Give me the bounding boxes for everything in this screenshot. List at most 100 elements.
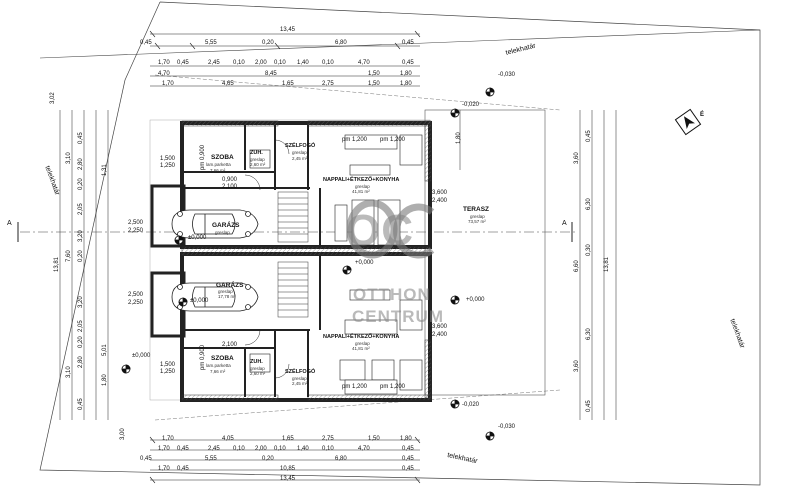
dim-bot-r2-0: 1,70: [158, 446, 170, 452]
room-zuh-bottom-floor: greslap: [250, 366, 265, 371]
room-nappali-top: NAPPALI+ÉTKEZŐ+KONYHA: [323, 177, 400, 183]
opening-9: 2,250: [128, 228, 144, 234]
dim-top-r2-2: 2,45: [208, 60, 220, 66]
dim-bot-r1-0: 1,70: [162, 436, 174, 442]
dim-right-1: 3,60: [574, 152, 580, 164]
dim-right-0: 0,45: [586, 130, 592, 142]
dim-bot-r4-3: 0,45: [402, 466, 414, 472]
opening-7: 2,400: [432, 198, 448, 204]
room-nappali-bottom-area: 41,81 m²: [352, 346, 370, 351]
dim-left-15: 1,31: [102, 164, 108, 176]
room-szoba-top-floor: lam.parketta: [206, 162, 231, 167]
level-label-6: +0,000: [355, 260, 374, 266]
watermark-logo-text: OC: [346, 206, 414, 255]
room-szelfogo-bottom-area: 2,45 m²: [292, 381, 308, 386]
dim-left-7: 0,20: [78, 250, 84, 262]
room-terasz-floor: greslap: [470, 214, 485, 219]
dim-bot-r3-2: 0,20: [262, 456, 274, 462]
room-garazs-bottom-area: 17,78 m²: [218, 294, 236, 299]
opening-15: pm 1,200: [380, 384, 406, 390]
room-szelfogo-top-area: 2,45 m²: [292, 156, 308, 161]
dim-top-r1-3: 6,80: [335, 40, 347, 46]
dim-bot-r2-3: 0,10: [233, 446, 245, 452]
watermark-line1: OTTHON: [353, 285, 431, 304]
dim-bot-r2-2: 2,45: [208, 446, 220, 452]
car-top: [171, 209, 259, 239]
dim-right-7: 0,45: [586, 400, 592, 412]
opening-3: 2,100: [222, 342, 238, 348]
opening-16: pm 0,900: [200, 344, 206, 370]
room-zuh-top-floor: greslap: [250, 157, 265, 162]
room-garazs-top-floor: greslap: [215, 230, 230, 235]
room-garazs-top: GARÁZS: [212, 222, 240, 229]
room-terasz: TERASZ: [463, 206, 489, 213]
dim-bot-r2-6: 1,40: [297, 446, 309, 452]
dim-bot-r1-3: 2,75: [322, 436, 334, 442]
boundary-mid-a: [154, 74, 561, 111]
dimension-lines: [59, 33, 617, 481]
dim-top-r4-5: 1,80: [400, 81, 412, 87]
room-nappali-top-floor: greslap: [355, 184, 370, 189]
dim-top-r3-0: 4,70: [158, 71, 170, 77]
room-zuh-bottom-area: 2,60 m²: [250, 371, 266, 376]
dim-right-5: 6,30: [586, 328, 592, 340]
watermark-line2: CENTRUM: [352, 307, 444, 326]
dim-top-r4-4: 1,50: [368, 81, 380, 87]
dim-right-2: 6,30: [586, 198, 592, 210]
room-zuh-top-area: 2,60 m²: [250, 162, 266, 167]
dim-left-11: 2,80: [78, 356, 84, 368]
dim-left-9: 2,05: [78, 320, 84, 332]
opening-6: 3,600: [432, 190, 448, 196]
dim-top-r2-8: 4,70: [358, 60, 370, 66]
dim-bot-r3-1: 5,55: [205, 456, 217, 462]
dim-top-r1-1: 5,55: [205, 40, 217, 46]
room-szoba-top-area: 7,66 m²: [210, 168, 226, 173]
dim-top-r2-5: 0,10: [274, 60, 286, 66]
opening-13: 2,400: [432, 332, 448, 338]
opening-12: 3,600: [432, 324, 448, 330]
door-swings: [244, 139, 290, 379]
opening-14: pm 1,200: [342, 384, 368, 390]
room-szelfogo-bottom-floor: greslap: [292, 376, 307, 381]
level-label-8: -0,030: [498, 424, 516, 430]
interior-walls: [182, 125, 321, 397]
dim-top-r1-0: 0,45: [140, 40, 152, 46]
opening-0: pm 0,900: [200, 144, 206, 170]
dim-bot-overall: 13,45: [280, 476, 296, 482]
dim-bot-r1-4: 1,50: [368, 436, 380, 442]
dim-top-r2-7: 0,10: [322, 60, 334, 66]
dim-left-19: 5,01: [102, 344, 108, 356]
dim-top-r2-0: 1,70: [158, 60, 170, 66]
room-terasz-area: 73,57 m²: [468, 219, 486, 224]
level-label-2: ±0,000: [188, 235, 207, 241]
dim-bot-r1-5: 1,80: [400, 436, 412, 442]
room-szelfogo-top: SZÉLFOGÓ: [285, 143, 316, 149]
dim-top-r4-2: 1,65: [282, 81, 294, 87]
dim-left-1: 0,45: [78, 132, 84, 144]
level-label-1: -0,020: [462, 102, 480, 108]
plot-boundary: [39, 1, 761, 486]
dim-bot-r2-8: 4,70: [358, 446, 370, 452]
dim-top-r3-2: 1,50: [368, 71, 380, 77]
terrace-outline: [424, 109, 546, 396]
watermark-logo: [346, 199, 435, 259]
dim-top-r1-4: 0,45: [402, 40, 414, 46]
room-zuh-bottom: ZUH.: [250, 359, 263, 365]
dim-bot-r2-9: 0,45: [402, 446, 414, 452]
dim-left-14: 13,81: [54, 256, 60, 272]
dimension-ticks: [149, 30, 421, 484]
opening-17: 1,500: [160, 156, 176, 162]
dim-right-9: 13,81: [604, 256, 610, 272]
dim-left-12: 0,45: [78, 398, 84, 410]
opening-1: 2,100: [222, 184, 238, 190]
dim-top-r4-1: 4,65: [222, 81, 234, 87]
opening-10: 2,500: [128, 292, 144, 298]
building-walls: [149, 119, 432, 402]
dim-bot-r2-7: 0,10: [322, 446, 334, 452]
dim-left-17: 1,80: [102, 374, 108, 386]
room-szoba-top: SZOBA: [211, 154, 234, 161]
opening-20: 1,250: [160, 369, 176, 375]
room-nappali-bottom-floor: greslap: [355, 341, 370, 346]
